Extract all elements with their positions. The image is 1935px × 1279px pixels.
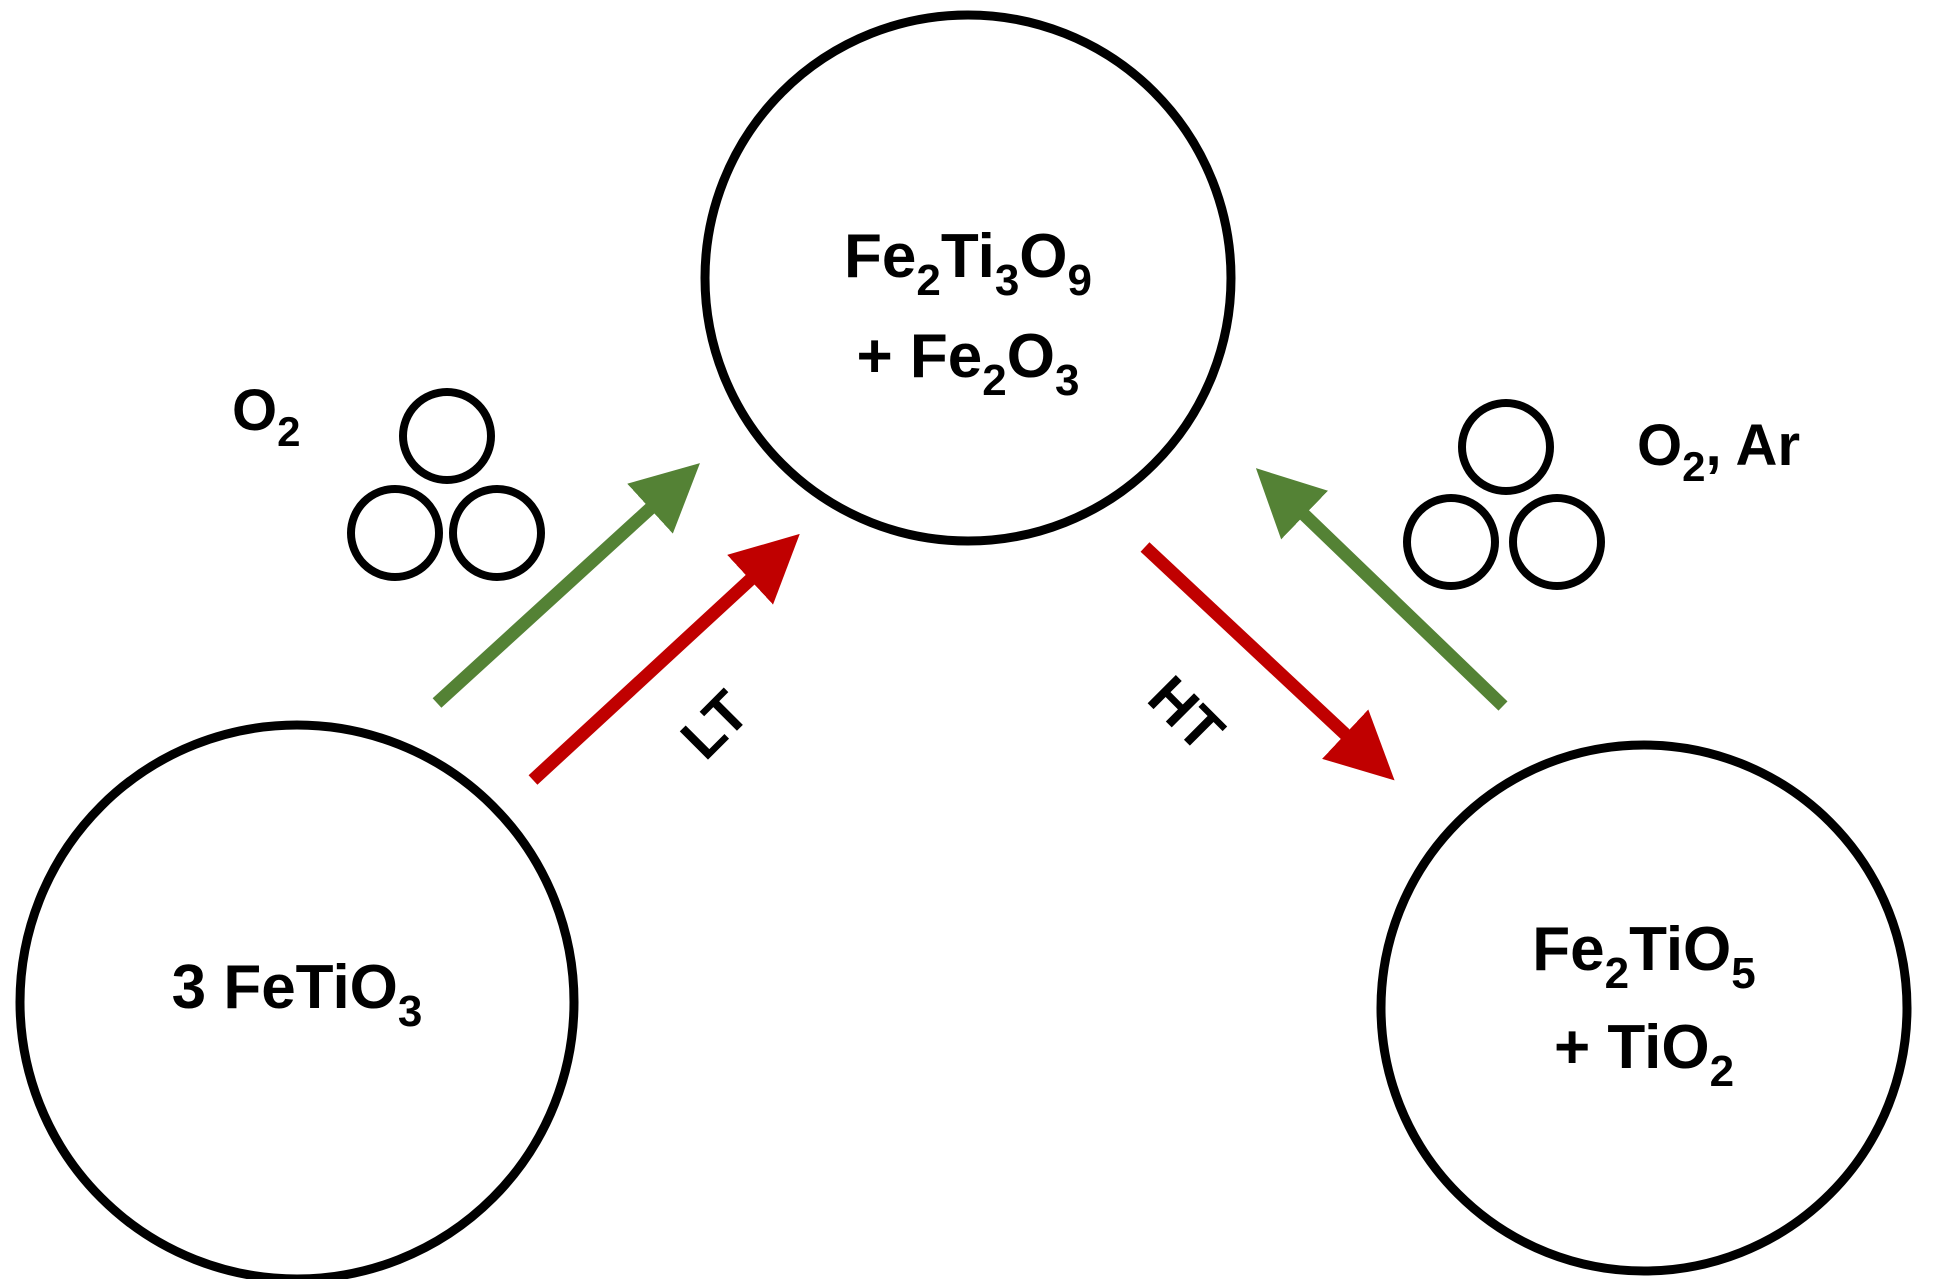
left-gas-label: O2: [232, 378, 300, 455]
lt-arrow: [528, 533, 800, 785]
intermediate-circle: [700, 10, 1236, 546]
intermediate-label-line2: + Fe2O3: [857, 322, 1080, 405]
product-circle: [1376, 740, 1912, 1276]
intermediate-label-line1: Fe2Ti3O9: [844, 222, 1092, 305]
product-label-line1: Fe2TiO5: [1532, 915, 1756, 998]
right-gas-label: O2, Ar: [1637, 413, 1800, 490]
oxidation-arrow-left: [432, 463, 700, 708]
product-label-line2: + TiO2: [1554, 1013, 1734, 1096]
intermediate-node: Fe2Ti3O9 + Fe2O3: [700, 10, 1236, 546]
ht-label: HT: [1136, 664, 1237, 765]
reactant-label: 3 FeTiO3: [172, 953, 423, 1036]
reactant-circle: [15, 720, 579, 1279]
lt-label: LT: [669, 679, 762, 772]
oxidation-arrow-right: [1255, 468, 1508, 711]
molecule-icon: [347, 388, 545, 581]
reactant-node: 3 FeTiO3: [15, 720, 579, 1279]
molecule-icon: [1403, 399, 1605, 590]
ht-arrow: [1140, 542, 1395, 781]
product-node: Fe2TiO5 + TiO2: [1376, 740, 1912, 1276]
